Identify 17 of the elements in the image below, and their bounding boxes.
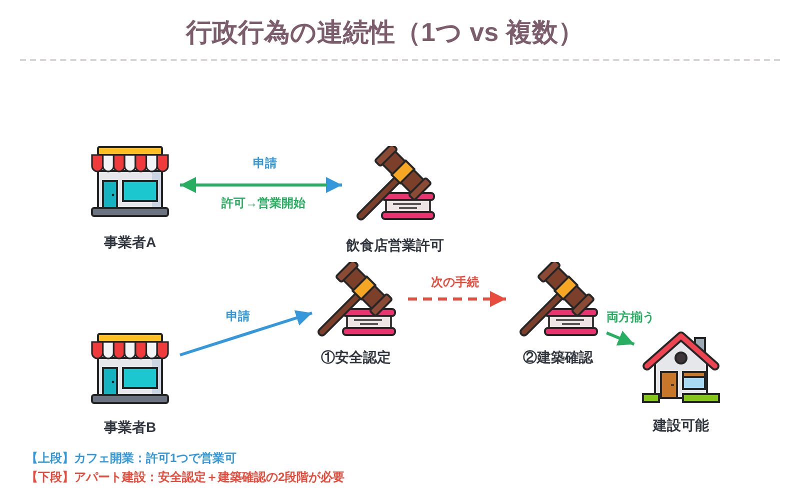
- edge-label: 申請: [226, 308, 250, 324]
- edge-label: 次の手続: [431, 274, 479, 290]
- node-label: 建設可能: [653, 416, 709, 434]
- node-label: ①安全認定: [321, 348, 391, 366]
- arrow: [408, 291, 506, 307]
- edge-label: 両方揃う: [606, 308, 654, 325]
- edge-label: 許可→営業開始: [222, 195, 306, 211]
- node-label: 飲食店営業許可: [346, 236, 444, 254]
- arrow: [606, 330, 635, 346]
- note-text: 【下段】アパート建設：安全認定＋建築確認の2段階が必要: [26, 469, 345, 486]
- note-text: 【上段】カフェ開業：許可1つで営業可: [26, 450, 238, 467]
- edge-label: 申請: [253, 155, 277, 171]
- arrow: [180, 310, 312, 356]
- node-label: 事業者A: [104, 233, 156, 251]
- node-label: ②建築確認: [523, 348, 593, 366]
- title: 行政行為の連続性（1つ vs 複数）: [186, 16, 584, 49]
- node-label: 事業者B: [104, 418, 156, 436]
